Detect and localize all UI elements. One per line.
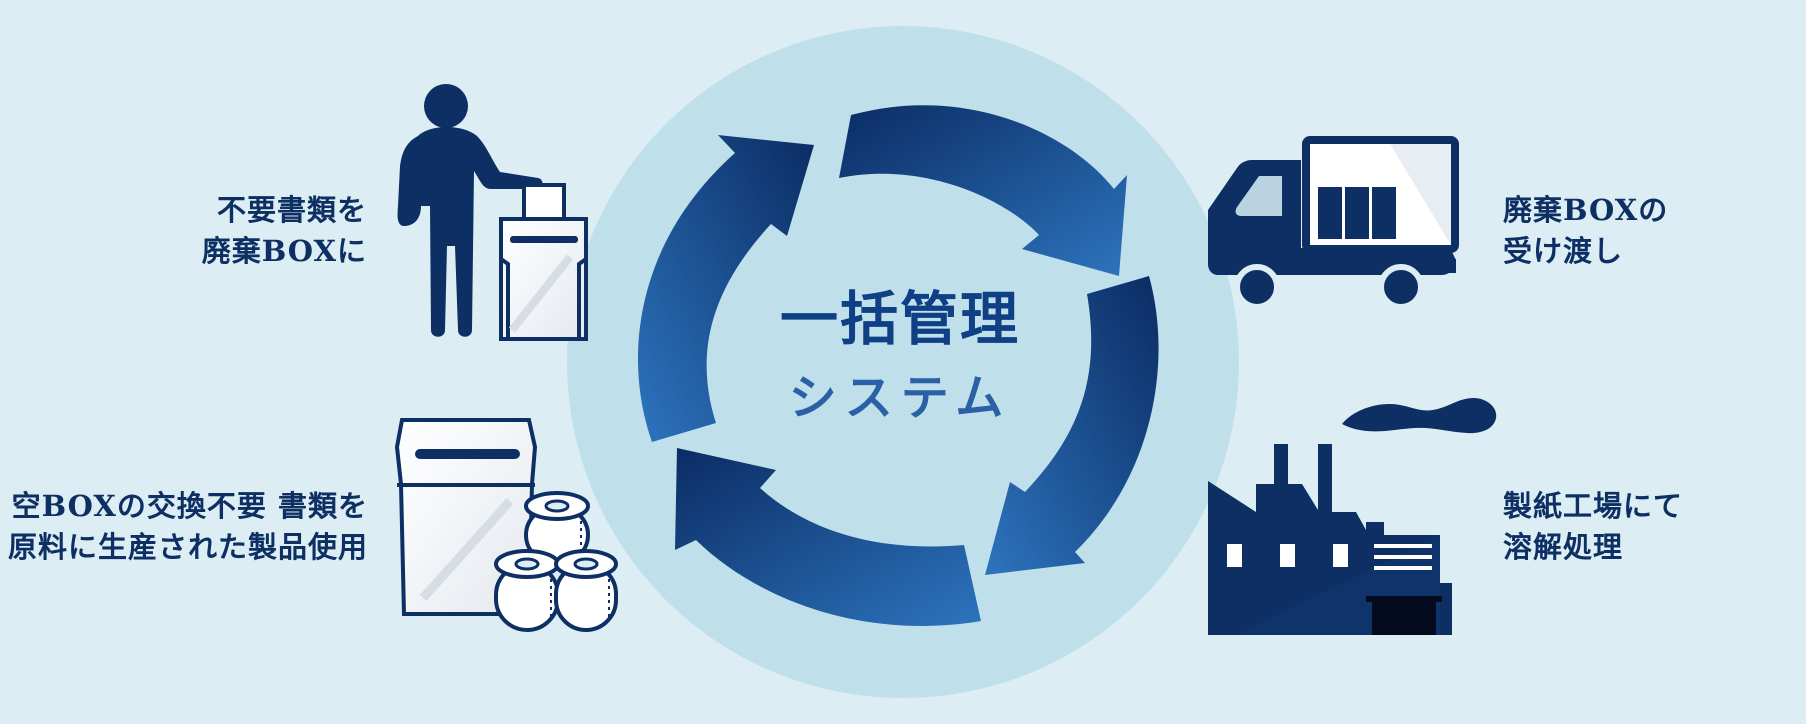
exchange-step-label: 空BOXの交換不要 書類を 原料に生産された製品使用 <box>0 486 368 568</box>
toilet-paper-icon <box>494 491 618 632</box>
toilet-paper-roll-right <box>554 549 618 632</box>
center-title-line2: システム <box>788 369 1012 426</box>
recycle-step-line2: 溶解処理 <box>1503 530 1624 565</box>
recycle-step-label: 製紙工場にて 溶解処理 <box>1503 486 1733 568</box>
exchange-step-line2: 原料に生産された製品使用 <box>7 530 368 565</box>
person-icon <box>397 84 543 337</box>
discard-step-line1: 不要書類を <box>216 193 367 227</box>
cycle-arrows-icon <box>637 105 1159 626</box>
toilet-paper-roll-top <box>524 491 590 566</box>
exchange-step-line1: 空BOXの交換不要 書類を <box>11 489 368 523</box>
truck-icon <box>1208 136 1459 310</box>
toilet-paper-roll-left <box>494 549 560 632</box>
center-title: 一括管理 システム <box>700 285 1100 426</box>
recycle-step-line1: 製紙工場にて <box>1503 489 1684 523</box>
smoke-icon <box>1342 398 1497 434</box>
recycle-box-icon <box>499 217 588 341</box>
discard-step-label: 不要書類を 廃棄BOXに <box>197 190 367 272</box>
discard-step-line2: 廃棄BOXに <box>201 234 367 269</box>
handover-step-line2: 受け渡し <box>1503 234 1624 269</box>
handover-step-line1: 廃棄BOXの <box>1503 193 1669 227</box>
handover-step-label: 廃棄BOXの 受け渡し <box>1503 190 1713 272</box>
center-title-line1: 一括管理 <box>779 285 1020 353</box>
factory-icon <box>1208 444 1452 635</box>
